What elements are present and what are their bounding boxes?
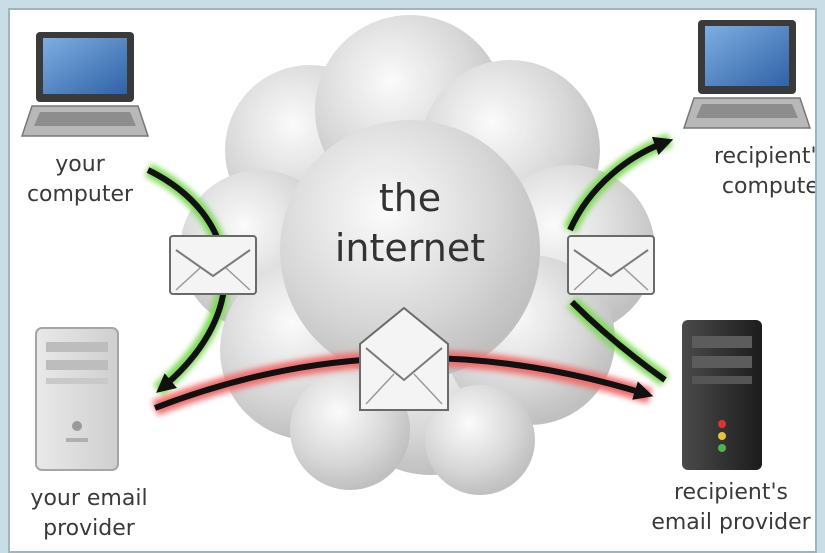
recipient-computer-label: recipient's computer (678, 142, 817, 202)
your-computer-label-line1: your (55, 152, 105, 177)
diagram-frame: the internet your computer recipient's c… (8, 8, 817, 553)
recipient-computer-label-line1: recipient's (714, 144, 817, 169)
laptop-icon (682, 20, 812, 129)
recipient-computer-label-line2: computer (721, 174, 815, 199)
your-email-provider-label-line1: your email (30, 486, 148, 511)
your-email-provider-label: your email provider (10, 484, 174, 544)
arrow-provider-segment (569, 299, 667, 383)
recipient-email-provider-label: recipient's email provider (626, 478, 815, 538)
your-email-provider-label-line2: provider (43, 516, 135, 541)
recipient-email-provider-label-line1: recipient's (674, 480, 788, 505)
your-computer-label-line2: computer (26, 182, 134, 207)
laptop-icon (20, 32, 150, 137)
your-computer-label: your computer (10, 150, 150, 210)
cloud-label-line2: internet (334, 226, 486, 270)
server-tower-icon (682, 320, 762, 470)
envelope-icon (567, 235, 655, 295)
cloud-label-line1: the (378, 176, 442, 220)
email-flow-diagram (20, 15, 812, 495)
envelope-icon (169, 235, 257, 295)
server-tower-icon (35, 327, 119, 471)
open-envelope-icon (359, 306, 449, 411)
arrow-to-recipient-computer (567, 136, 674, 232)
recipient-email-provider-label-line2: email provider (651, 510, 811, 535)
